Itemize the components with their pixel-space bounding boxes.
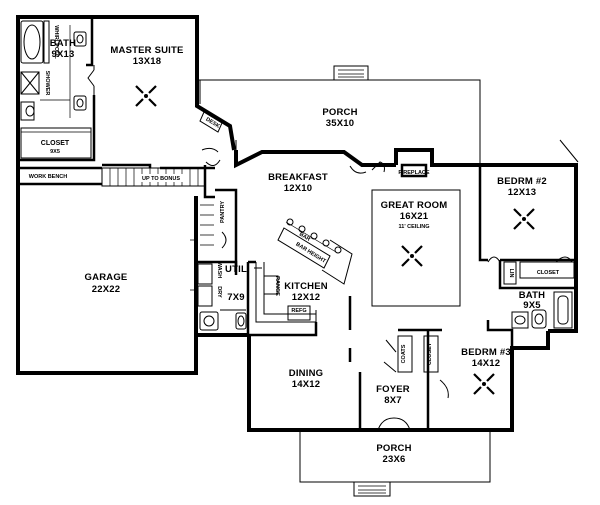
porch-rear-name: PORCH bbox=[322, 107, 357, 118]
interior-walls bbox=[249, 165, 514, 430]
fireplace-label: FIREPLACE bbox=[398, 170, 430, 176]
garage-dim: 22X22 bbox=[92, 284, 120, 295]
shower-label: SHOWER bbox=[44, 71, 50, 96]
closet-foyer-label: CLOSET bbox=[427, 342, 433, 365]
garage-name: GARAGE bbox=[85, 272, 128, 283]
refg-label: REFG bbox=[291, 308, 306, 314]
up-to-bonus-label: UP TO BONUS bbox=[142, 176, 180, 182]
work-bench-area: WORK BENCH UP TO BONUS bbox=[29, 165, 215, 199]
bedroom-2: BEDRM #2 12X13 CLOSET LIN bbox=[487, 176, 576, 290]
closet-master-name: CLOSET bbox=[41, 140, 70, 147]
kitchen-dim: 12X12 bbox=[292, 292, 320, 303]
dining-dim: 14X12 bbox=[292, 379, 320, 390]
whirlpool-label: WHIRLPOOL bbox=[53, 25, 59, 59]
great-room-name: GREAT ROOM bbox=[381, 200, 448, 211]
util-dim: 7X9 bbox=[227, 292, 245, 303]
bath2-dim: 9X5 bbox=[523, 300, 541, 311]
closet-master-dim: 9X5 bbox=[50, 149, 60, 155]
bedrm2-dim: 12X13 bbox=[508, 187, 536, 198]
closet-b2-label: CLOSET bbox=[537, 270, 560, 276]
kitchen: RANGE REFG KITCHEN 12X12 BAR BAR HEIGHT bbox=[248, 218, 353, 323]
bedrm3-name: BEDRM #3 bbox=[461, 347, 511, 358]
kitchen-name: KITCHEN bbox=[284, 281, 328, 292]
coats-label: COATS bbox=[401, 344, 407, 363]
util-name: UTIL bbox=[225, 264, 247, 275]
porch-rear-dim: 35X10 bbox=[326, 118, 354, 129]
garage: GARAGE 22X22 bbox=[17, 198, 195, 360]
work-bench-label: WORK BENCH bbox=[29, 174, 68, 180]
dry-label: DRY bbox=[216, 286, 222, 298]
bath-master-dim: 9X13 bbox=[52, 49, 75, 60]
bedrm3-dim: 14X12 bbox=[472, 358, 500, 369]
master-suite-name: MASTER SUITE bbox=[110, 45, 183, 56]
master-suite-dim: 13X18 bbox=[133, 56, 161, 67]
lin-label: LIN bbox=[508, 269, 514, 278]
porch-front-dim: 23X6 bbox=[383, 454, 406, 465]
bath2-name: BATH bbox=[519, 290, 545, 301]
breakfast-name: BREAKFAST bbox=[268, 172, 328, 183]
breakfast: BREAKFAST 12X10 bbox=[235, 140, 367, 194]
breakfast-dim: 12X10 bbox=[284, 183, 312, 194]
great-room: FIREPLACE GREAT ROOM 16X21 11' CEILING bbox=[371, 139, 579, 307]
master-bath: WHIRLPOOL SHOWER BATH 9X13 CLOSET 9X5 bbox=[18, 17, 96, 162]
front-porch: PORCH 23X6 bbox=[299, 430, 491, 497]
dining-name: DINING bbox=[289, 368, 323, 379]
bath-master-name: BATH bbox=[50, 38, 76, 49]
bar-label: BAR bbox=[298, 231, 311, 242]
great-room-note: 11' CEILING bbox=[399, 224, 430, 230]
porch-front-name: PORCH bbox=[376, 443, 411, 454]
rear-porch: PORCH 35X10 bbox=[196, 65, 481, 163]
foyer-name: FOYER bbox=[376, 384, 410, 395]
master-suite: MASTER SUITE 13X18 DESK bbox=[102, 45, 223, 170]
dining-foyer: DINING 14X12 FOYER 8X7 bbox=[289, 368, 411, 431]
bedrm2-name: BEDRM #2 bbox=[497, 176, 547, 187]
pantry: PANTRY bbox=[200, 188, 238, 265]
foyer-dim: 8X7 bbox=[384, 395, 402, 406]
great-room-dim: 16X21 bbox=[400, 211, 429, 222]
range-label: RANGE bbox=[274, 276, 280, 296]
utility: WASH DRY UTIL 7X9 bbox=[196, 260, 250, 335]
wash-label: WASH bbox=[216, 262, 222, 279]
bedroom-3: COATS CLOSET BEDRM #3 14X12 bbox=[383, 328, 511, 430]
bath-2: BATH 9X5 bbox=[511, 286, 576, 329]
pantry-label: PANTRY bbox=[220, 201, 226, 223]
